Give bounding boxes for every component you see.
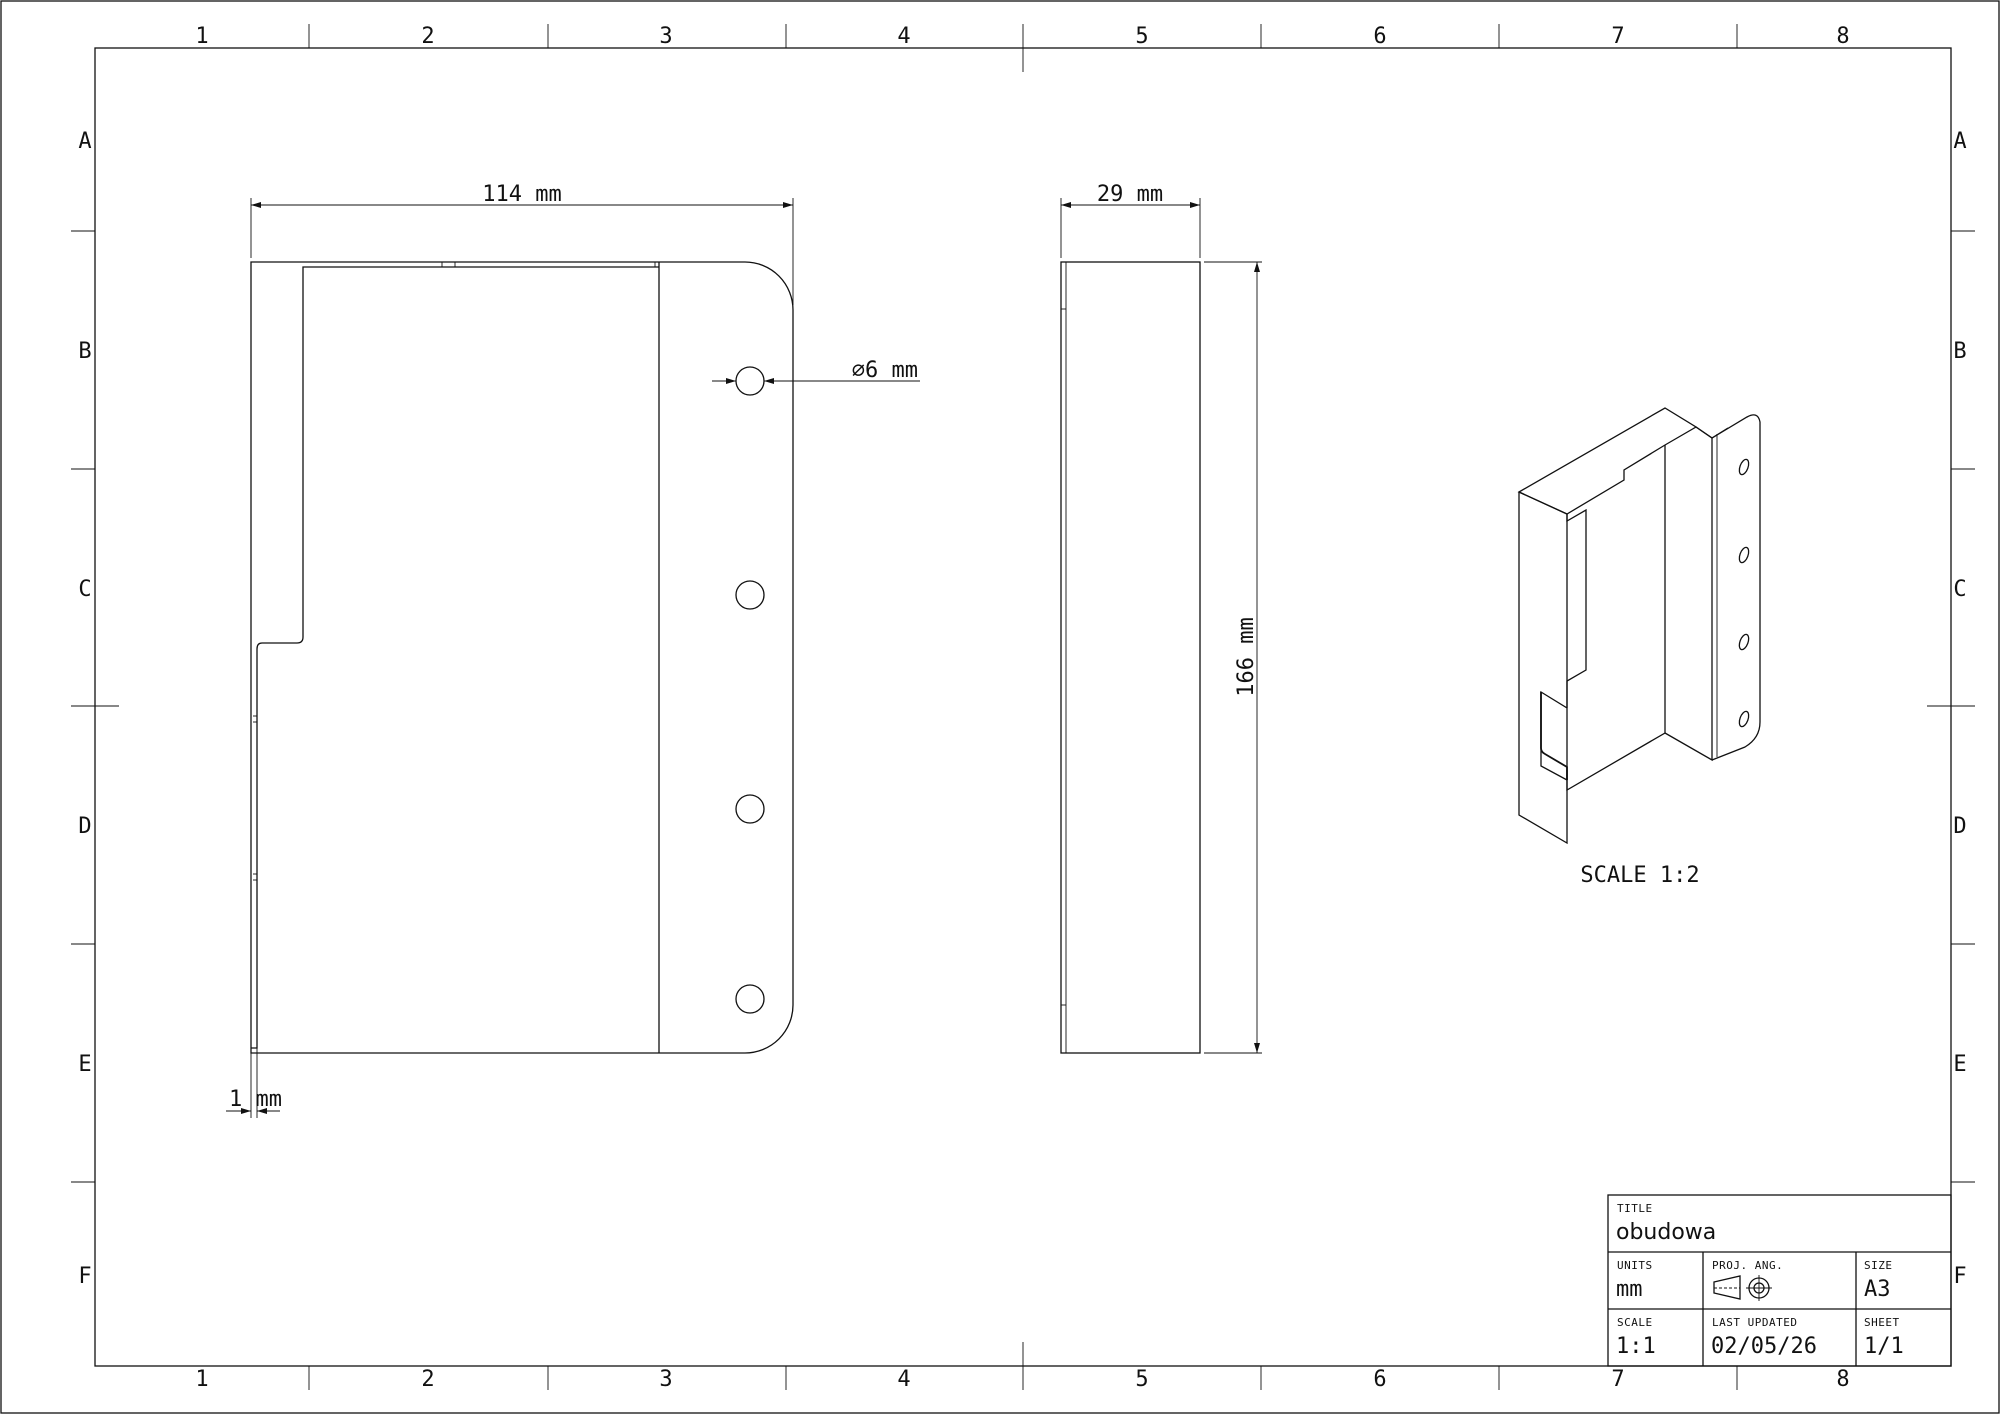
col-label: 4 — [897, 1367, 910, 1392]
col-label: 6 — [1373, 1367, 1386, 1392]
front-view: 114 mm ⌀6 mm 1 mm — [226, 182, 920, 1118]
col-label: 7 — [1611, 1367, 1624, 1392]
row-label: B — [78, 339, 91, 364]
sheet-label: SHEET — [1864, 1316, 1900, 1329]
scale-label: SCALE — [1617, 1316, 1653, 1329]
col-label: 5 — [1135, 1367, 1148, 1392]
iso-top-face — [1517, 407, 1698, 515]
size-value: A3 — [1864, 1277, 1891, 1302]
inner-cutout-outline — [251, 266, 659, 1049]
col-label: 6 — [1373, 24, 1386, 49]
thickness-dimension: 1 mm — [229, 1087, 282, 1112]
title-block: TITLE obudowa UNITS mm PROJ. ANG. SIZE A… — [1607, 1194, 1952, 1367]
iso-hole — [1738, 458, 1750, 476]
row-label: D — [1953, 814, 1966, 839]
col-label: 2 — [421, 24, 434, 49]
iso-hole — [1738, 546, 1750, 564]
side-outline — [1060, 261, 1201, 1054]
last-updated-label: LAST UPDATED — [1712, 1316, 1797, 1329]
col-label: 3 — [659, 24, 672, 49]
row-label: F — [78, 1264, 91, 1289]
side-view: 29 mm 166 mm — [1060, 182, 1262, 1054]
drawing-title: obudowa — [1616, 1220, 1716, 1245]
col-label: 2 — [421, 1367, 434, 1392]
row-label: C — [78, 577, 91, 602]
iso-hole — [1738, 710, 1750, 728]
col-label: 1 — [195, 1367, 208, 1392]
row-label: A — [78, 129, 91, 154]
iso-back-face — [1518, 491, 1568, 845]
title-label: TITLE — [1617, 1202, 1653, 1215]
row-label: E — [78, 1052, 91, 1077]
col-label: 5 — [1135, 24, 1148, 49]
row-label: D — [78, 814, 91, 839]
hole-dimension: ⌀6 mm — [852, 358, 918, 383]
depth-dimension: 29 mm — [1097, 182, 1163, 207]
mounting-hole — [735, 794, 765, 824]
width-dimension: 114 mm — [482, 182, 561, 207]
size-label: SIZE — [1864, 1259, 1893, 1272]
proj-angle-label: PROJ. ANG. — [1712, 1259, 1783, 1272]
row-label: F — [1953, 1264, 1966, 1289]
col-label: 4 — [897, 24, 910, 49]
row-label: A — [1953, 129, 1966, 154]
row-label: E — [1953, 1052, 1966, 1077]
col-label: 1 — [195, 24, 208, 49]
iso-scale-label: SCALE 1:2 — [1580, 863, 1699, 888]
mounting-hole — [735, 366, 765, 396]
isometric-view: SCALE 1:2 — [1517, 407, 1761, 888]
col-label: 7 — [1611, 24, 1624, 49]
height-dimension: 166 mm — [1234, 617, 1259, 696]
projection-angle-icon — [1713, 1275, 1772, 1301]
row-label: C — [1953, 577, 1966, 602]
inner-border — [94, 47, 1952, 1367]
scale-value: 1:1 — [1616, 1334, 1656, 1359]
iso-side-face — [1664, 426, 1713, 762]
col-label: 8 — [1836, 24, 1849, 49]
last-updated-value: 02/05/26 — [1711, 1334, 1817, 1359]
mounting-hole — [735, 984, 765, 1014]
row-label: B — [1953, 339, 1966, 364]
col-label: 8 — [1836, 1367, 1849, 1392]
iso-hole — [1738, 633, 1750, 651]
sheet-value: 1/1 — [1864, 1334, 1904, 1359]
front-outline — [250, 261, 794, 1054]
col-label: 3 — [659, 1367, 672, 1392]
units-value: mm — [1616, 1277, 1643, 1302]
iso-flange — [1711, 414, 1761, 761]
units-label: UNITS — [1617, 1259, 1653, 1272]
zone-labels: 1 2 3 4 5 6 7 8 1 2 3 4 5 6 7 8 A B C D … — [78, 24, 1966, 1392]
mounting-hole — [735, 580, 765, 610]
zone-grid — [71, 24, 1975, 1390]
